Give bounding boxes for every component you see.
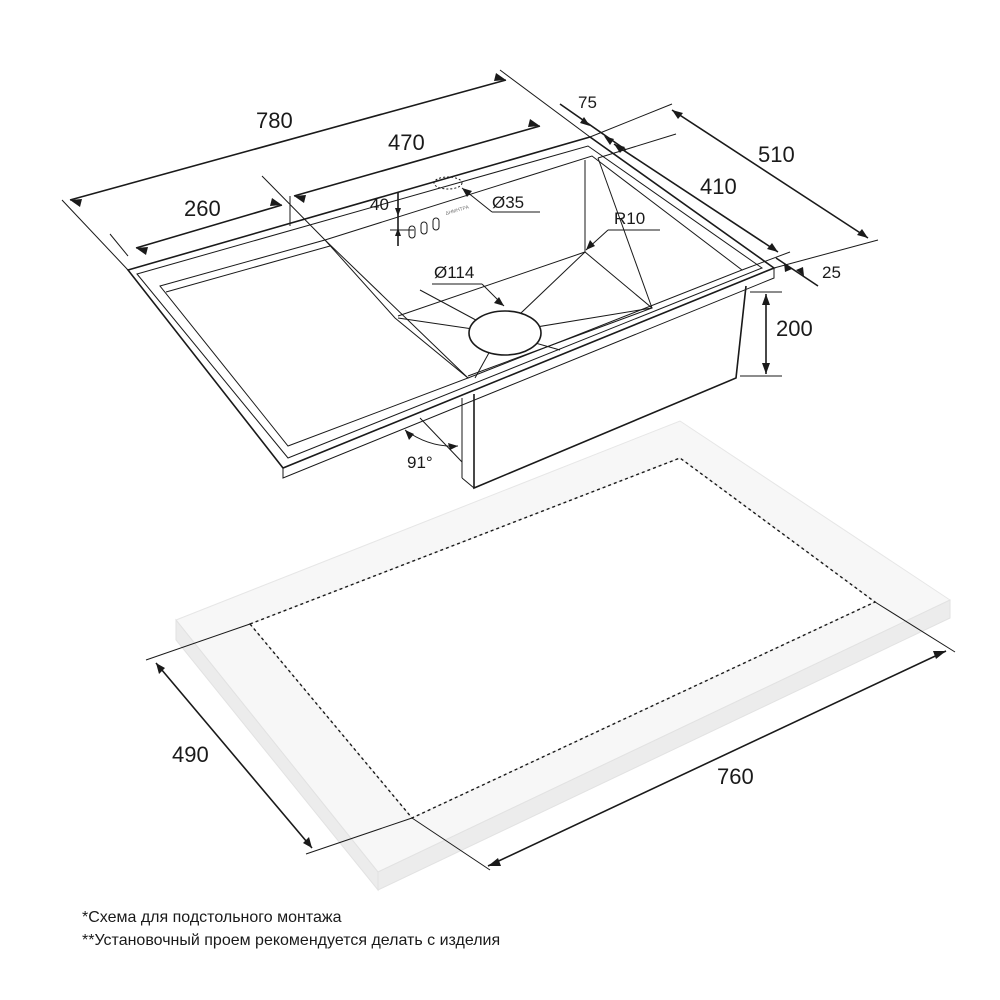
- leader-drain: Ø114: [432, 263, 505, 307]
- dim-260: 260: [184, 196, 221, 221]
- bowl-floor: [397, 251, 653, 377]
- dim-d114: Ø114: [434, 263, 474, 282]
- countertop-slab-top: [175, 420, 952, 873]
- dimension-bowl-height: 200: [740, 291, 813, 377]
- dim-r10: R10: [614, 209, 645, 228]
- dimension-bowl-depth: 410: [597, 133, 791, 271]
- tap-hole: [433, 176, 463, 190]
- leader-tap-hole: Ø35: [461, 187, 540, 213]
- drainer-area: [159, 239, 469, 447]
- dim-91-deg: 91°: [407, 453, 433, 472]
- dim-200: 200: [776, 316, 813, 341]
- angle-annotation: 91°: [404, 417, 463, 472]
- overflow-slots: [408, 217, 440, 239]
- dimension-cutout-length: 760: [411, 601, 956, 871]
- dim-780: 780: [256, 108, 293, 133]
- sink-rim-inner: [136, 145, 764, 459]
- dimension-rim-back: 75: [559, 93, 627, 151]
- dim-75: 75: [578, 93, 597, 112]
- countertop: [175, 420, 952, 892]
- dim-40: 40: [370, 195, 389, 214]
- note-mounting: *Схема для подстольного монтажа: [82, 909, 342, 926]
- dimension-overall-depth: 510: [589, 103, 879, 269]
- dim-25: 25: [822, 263, 841, 282]
- dimension-overall-length: 780: [61, 69, 591, 271]
- dimension-bowl-length: 470: [289, 119, 541, 226]
- dimension-drainer-width: 260: [109, 175, 326, 257]
- notes: *Схема для подстольного монтажа **Устано…: [82, 906, 962, 952]
- dimension-tap-offset: 40: [370, 192, 414, 246]
- countertop-slab-edge-right: [377, 599, 951, 891]
- leader-corner-radius: R10: [585, 209, 660, 251]
- dimension-rim-front: 25: [775, 257, 841, 287]
- dim-490: 490: [172, 742, 209, 767]
- dim-760: 760: [717, 764, 754, 789]
- dim-d35: Ø35: [492, 193, 524, 212]
- dimension-cutout-depth: 490: [145, 623, 413, 855]
- dim-510: 510: [758, 142, 795, 167]
- dim-470: 470: [388, 130, 425, 155]
- drain-hole: [468, 310, 542, 356]
- sink-label: ΔΗΜΗΤΡΑ: [445, 204, 470, 217]
- note-cutout: **Установочный проем рекомендуется делат…: [82, 932, 501, 949]
- dim-410: 410: [700, 174, 737, 199]
